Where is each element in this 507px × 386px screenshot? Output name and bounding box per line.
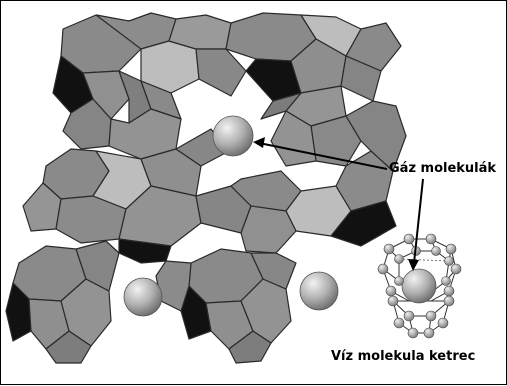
cage-lattice [5,12,407,364]
arrow-to-center-gas [258,142,388,170]
caged-gas-molecule-sphere [401,268,437,304]
pointer-arrows [253,137,424,271]
gas-molecule-sphere-left [123,277,163,317]
gas-molecule-sphere-middle [299,271,339,311]
arrow-to-caged-gas [413,178,424,264]
gas-molecules-label: Gáz molekulák [389,161,497,176]
water-molecule-cage [377,233,462,339]
gas-molecule-sphere-center [212,115,254,157]
water-molecule-atoms [377,233,462,339]
water-cage-label: Víz molekula ketrec [331,349,476,364]
